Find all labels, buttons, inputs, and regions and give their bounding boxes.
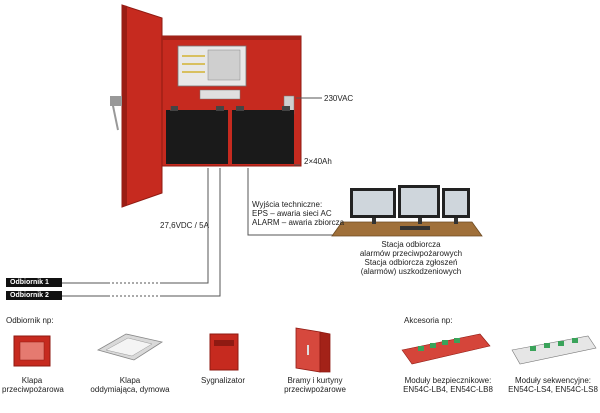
accessories-title: Akcesoria np: [404, 316, 453, 325]
receiver-1-tag: Odbiornik 1 [6, 278, 62, 287]
sequential-module-icon [511, 335, 597, 365]
tech-output-alarm: ALARM – awaria zbiorcza [252, 218, 345, 227]
accessory-2: Moduły sekwencyjne: EN54C-LS4, EN54C-LS8 [508, 376, 598, 394]
fuse-module-icon [401, 333, 491, 365]
battery-2 [232, 110, 294, 164]
battery-label: 2×40Ah [304, 157, 332, 166]
accessory-1-line1: Moduły bezpiecznikowe: [404, 376, 492, 385]
fire-curtain-icon [295, 327, 331, 373]
receiver-example-1: Klapa przeciwpożarowa [2, 376, 64, 394]
tech-output-line [247, 168, 342, 236]
ac-input-label: 230VAC [324, 94, 354, 103]
battery-1 [166, 110, 228, 164]
station-line-4: (alarmów) uszkodzeniowych [360, 267, 462, 276]
tech-output-eps: EPS – awaria sieci AC [252, 209, 332, 218]
receiver-example-2: Klapa oddymiająca, dymowa [90, 376, 170, 394]
tech-outputs-title: Wyjścia techniczne: [252, 200, 323, 209]
receiver-examples-title: Odbiornik np: [6, 316, 54, 325]
accessory-2-line1: Moduły sekwencyjne: [514, 376, 592, 385]
sounder-icon [209, 333, 239, 371]
receiver-example-4-line1: Bramy i kurtyny [287, 376, 343, 385]
receiver-example-1-line2: przeciwpożarowa [2, 385, 64, 394]
smoke-vent-icon [96, 333, 164, 361]
power-supply-enclosure [110, 4, 302, 208]
fire-damper-icon [13, 335, 51, 367]
receiver-example-3-line1: Sygnalizator [200, 376, 246, 385]
receiver-example-2-line2: oddymiająca, dymowa [90, 385, 170, 394]
receiver-example-4-line2: przeciwpożarowe [284, 385, 346, 394]
key-icon [110, 96, 122, 106]
receiver-example-1-line1: Klapa [21, 376, 43, 385]
receiver-example-3: Sygnalizator [188, 376, 258, 385]
accessory-1-line2: EN54C-LB4, EN54C-LB8 [403, 385, 493, 394]
dc-output-label: 27,6VDC / 5A [160, 221, 209, 230]
station-line-2: alarmów przeciwpożarowych [359, 249, 463, 258]
accessory-2-line2: EN54C-LS4, EN54C-LS8 [508, 385, 598, 394]
receiver-example-4: Bramy i kurtyny przeciwpożarowe [280, 376, 350, 394]
receiver-2-tag: Odbiornik 2 [6, 291, 62, 300]
station-line-1: Stacja odbiorcza [381, 240, 441, 249]
monitoring-station [331, 185, 483, 237]
station-caption: Stacja odbiorcza alarmów przeciwpożarowy… [356, 240, 466, 276]
station-line-3: Stacja odbiorcza zgłoszeń [364, 258, 458, 267]
accessory-1: Moduły bezpiecznikowe: EN54C-LB4, EN54C-… [400, 376, 496, 394]
receiver-example-2-line1: Klapa [119, 376, 141, 385]
